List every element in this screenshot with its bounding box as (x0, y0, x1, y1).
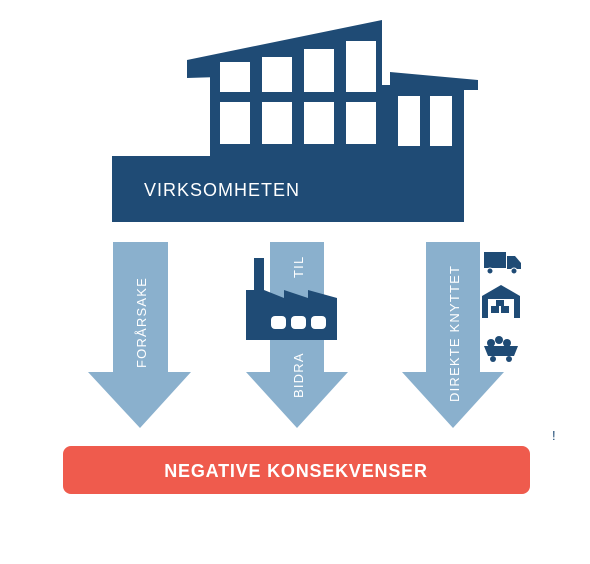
negative-consequences-bar: NEGATIVE KONSEKVENSER (63, 446, 530, 494)
arrow-label-direkte-knyttet: DIREKTE KNYTTET (447, 265, 462, 402)
factory-icon (246, 258, 337, 340)
arrow-label-bidra: BIDRA (291, 352, 306, 398)
stray-exclamation-mark: ! (552, 428, 556, 443)
arrow-forarsake: FORÅRSAKE (88, 242, 191, 428)
arrow-label-forarsake: FORÅRSAKE (134, 277, 149, 368)
truck-icon (484, 252, 521, 275)
negative-consequences-label: NEGATIVE KONSEKVENSER (164, 461, 428, 481)
building-label: VIRKSOMHETEN (144, 180, 300, 200)
building-windows (220, 41, 452, 146)
arrow-direkte-knyttet: DIREKTE KNYTTET (402, 242, 504, 428)
mine-cart-icon (484, 336, 518, 362)
building-icon: VIRKSOMHETEN (112, 20, 478, 222)
warehouse-icon (482, 285, 520, 318)
arrow-label-til: TIL (291, 256, 306, 278)
building-base (112, 156, 464, 222)
